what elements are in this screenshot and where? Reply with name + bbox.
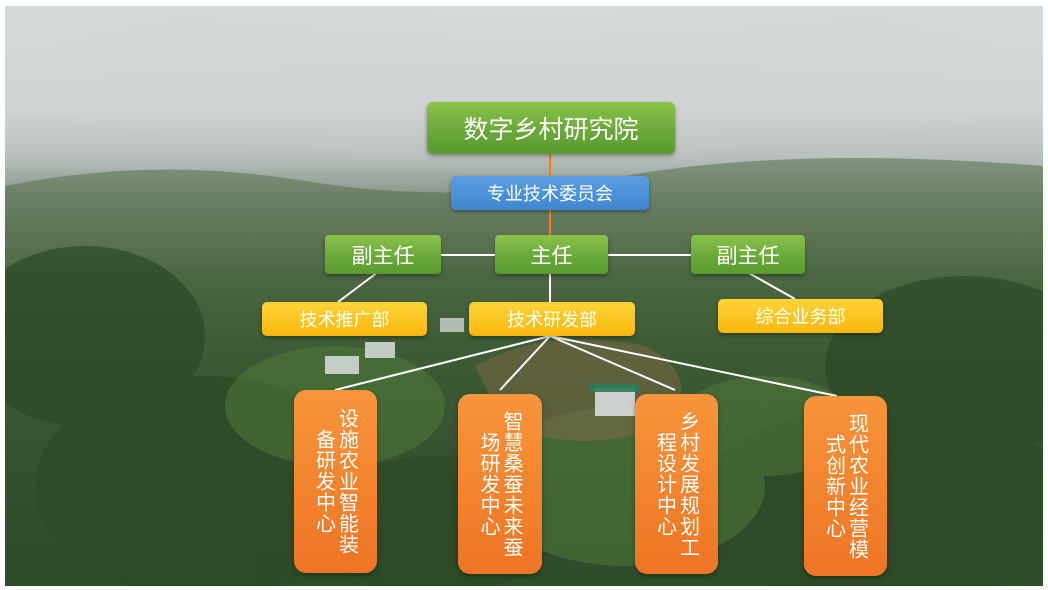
deputy-director-left-node: 副主任 [325, 235, 441, 274]
deputy-director-right-node: 副主任 [691, 235, 805, 274]
center-rural-planning-node: 乡村发展规划工程设计中心 [635, 394, 718, 574]
director-node: 主任 [495, 235, 608, 274]
dept-tech-rd-node: 技术研发部 [469, 302, 635, 336]
aerial-background-photo: 数字乡村研究院 专业技术委员会 副主任 主任 副主任 技术推广部 技术研发部 综… [5, 6, 1043, 586]
root-node: 数字乡村研究院 [427, 102, 675, 154]
dept-tech-promotion-node: 技术推广部 [262, 302, 427, 336]
committee-node: 专业技术委员会 [451, 176, 649, 210]
center-modern-agri-business-node: 现代农业经营模式创新中心 [804, 396, 887, 576]
center-smart-sericulture-node: 智慧桑蚕未来蚕场研发中心 [458, 394, 542, 574]
center-facility-agriculture-node: 设施农业智能装备研发中心 [294, 390, 377, 573]
dept-general-business-node: 综合业务部 [718, 299, 883, 333]
